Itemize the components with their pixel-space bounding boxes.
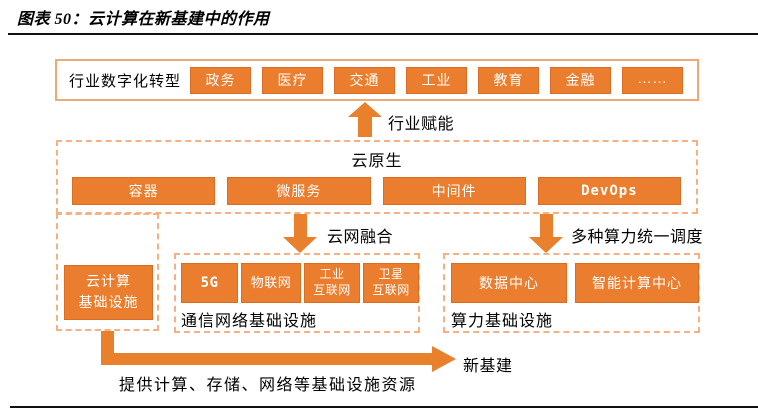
cloud-native-item-devops: DevOps xyxy=(537,177,681,205)
industry-item-industry: 工业 xyxy=(406,66,468,94)
computing-infrastructure-panel: 数据中心 智能计算中心 算力基础设施 xyxy=(443,253,700,333)
network-item-5g: 5G xyxy=(181,263,238,303)
industry-empowerment-label: 行业赋能 xyxy=(388,116,455,133)
cloud-native-item-container: 容器 xyxy=(72,177,216,205)
down-arrow-fusion-icon xyxy=(283,214,317,253)
up-arrow-icon xyxy=(348,102,382,137)
elbow-arrow-head-icon xyxy=(432,346,456,372)
industry-item-transport: 交通 xyxy=(334,66,396,94)
cloud-native-item-microservice: 微服务 xyxy=(227,177,371,205)
cloud-network-fusion-label: 云网融合 xyxy=(327,229,394,246)
resources-caption: 提供计算、存储、网络等基础设施资源 xyxy=(119,377,417,394)
industry-transformation-label: 行业数字化转型 xyxy=(69,73,182,90)
elbow-arrow-vertical-segment xyxy=(101,331,114,357)
cloud-native-item-middleware: 中间件 xyxy=(382,177,526,205)
new-infrastructure-label: 新基建 xyxy=(463,358,513,375)
industry-item-finance: 金融 xyxy=(550,66,612,94)
figure-title: 图表 50：云计算在新基建中的作用 xyxy=(17,11,270,28)
computing-items: 数据中心 智能计算中心 xyxy=(451,263,699,303)
elbow-arrow-horizontal-segment xyxy=(101,353,432,365)
cloud-native-items: 容器 微服务 中间件 DevOps xyxy=(72,177,681,205)
network-item-industrial-internet: 工业 互联网 xyxy=(304,263,360,303)
industry-transformation-panel: 行业数字化转型 政务 医疗 交通 工业 教育 金融 …… xyxy=(55,59,699,101)
cloud-infrastructure-line1: 云计算 xyxy=(86,274,131,290)
network-items: 5G 物联网 工业 互联网 卫星 互联网 xyxy=(181,263,419,303)
cloud-infrastructure-line2: 基础设施 xyxy=(78,295,139,311)
network-item-satellite-internet: 卫星 互联网 xyxy=(363,263,419,303)
cloud-native-panel: 云原生 容器 微服务 中间件 DevOps xyxy=(56,140,698,214)
industry-item-more: …… xyxy=(622,66,684,94)
computing-item-ai-computing-center: 智能计算中心 xyxy=(575,263,699,303)
computing-scheduling-label: 多种算力统一调度 xyxy=(571,229,704,246)
cloud-infrastructure-box: 云计算 基础设施 xyxy=(64,265,153,320)
network-item-iot: 物联网 xyxy=(241,263,301,303)
bottom-divider xyxy=(10,406,758,408)
computing-item-datacenter: 数据中心 xyxy=(451,263,567,303)
network-infrastructure-label: 通信网络基础设施 xyxy=(181,313,318,330)
cloud-infrastructure-panel: 云计算 基础设施 xyxy=(56,213,159,331)
industry-item-education: 教育 xyxy=(478,66,540,94)
network-infrastructure-panel: 5G 物联网 工业 互联网 卫星 互联网 通信网络基础设施 xyxy=(174,253,420,333)
industry-item-government: 政务 xyxy=(190,66,252,94)
title-divider xyxy=(8,33,758,35)
industry-items: 政务 医疗 交通 工业 教育 金融 …… xyxy=(190,66,684,94)
computing-infrastructure-label: 算力基础设施 xyxy=(451,313,554,330)
down-arrow-scheduling-icon xyxy=(529,214,563,253)
cloud-native-title: 云原生 xyxy=(351,153,403,170)
industry-item-medical: 医疗 xyxy=(262,66,324,94)
